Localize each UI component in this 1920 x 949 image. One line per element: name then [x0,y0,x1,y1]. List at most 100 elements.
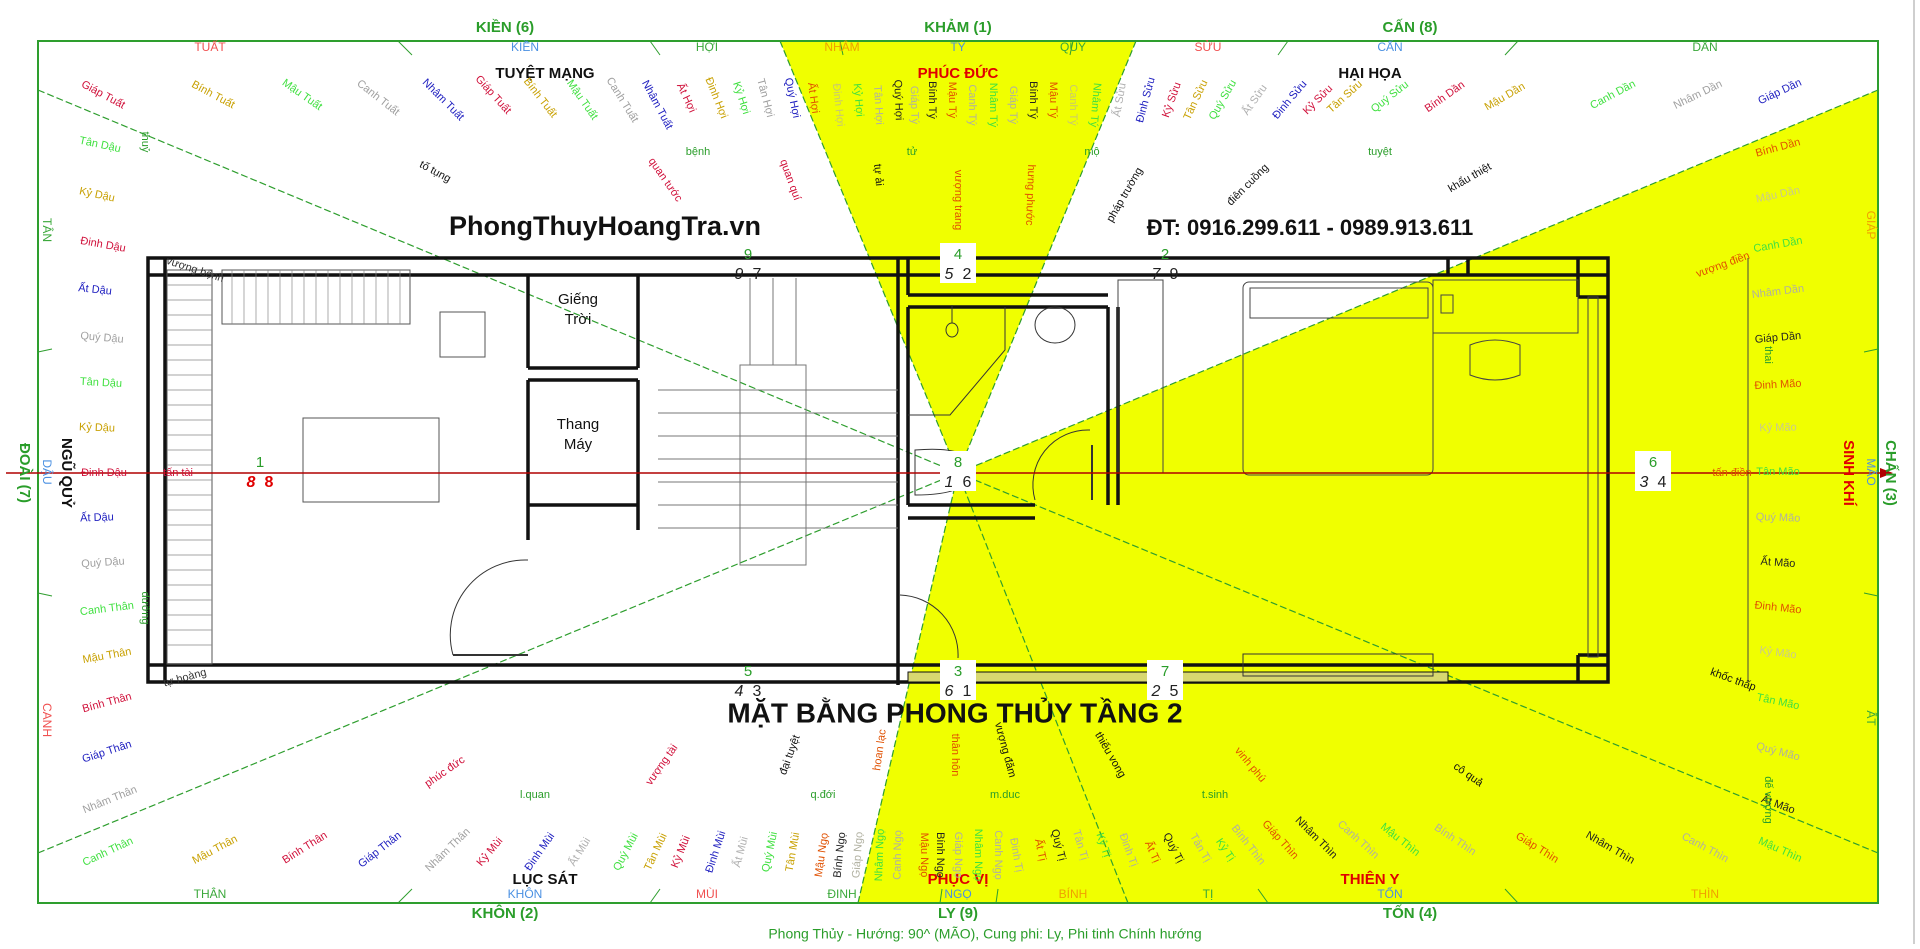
influence-label: thai [1762,346,1774,364]
sub-mountain-label: Giáp Tý [908,86,921,125]
page-right-edge [1913,0,1915,944]
sub-mountain-label: Mậu Dần [1483,81,1528,114]
influence-label: khẩu thiệt [1446,161,1493,195]
influence-label: thân hôn [949,734,961,777]
flying-star-mountain: 6 [945,683,954,700]
sub-mountain-label: Canh Ngọ [992,830,1004,880]
influence-label: pháp trường [1104,166,1145,225]
sub-mountain-label: Nhâm Tuất [639,78,675,131]
mountain-label: THÌN [1691,886,1719,901]
influence-label: hoan lạc [871,728,889,771]
sub-mountain-label: Đinh Tị [1007,837,1025,873]
sub-mountain-label: Nhâm Dần [1672,78,1725,112]
mountain-label: TỐN [1377,886,1402,901]
sub-mountain-label: Bính Tuất [521,76,559,120]
sub-mountain-label: Canh Tý [966,84,978,126]
flying-star-period: 3 [954,663,962,680]
star-name: TUYỆT MẠNG [495,64,594,82]
influence-label: vượng trang [952,170,964,230]
sub-mountain-label: Mậu Tuất [564,78,600,122]
staircase [658,278,898,566]
influence-label: t.sinh [1202,789,1228,801]
influence-label: hưng phước [1023,164,1037,226]
influence-label: đế vượng [1762,776,1774,824]
influence-label: tố tụng [417,159,452,185]
sub-mountain-label: Canh Tuất [354,78,401,119]
mountain-label: KIỀN [511,39,539,54]
flying-star-mountain: 3 [1640,474,1649,491]
star-name-right: SINH KHÍ [1840,440,1857,507]
sub-mountain-label: Kỷ Sửu [1160,81,1184,120]
mountain-label: TÂN [40,218,55,242]
sub-mountain-label: Mậu Tý [1047,82,1059,119]
flying-star-water: 4 [1658,474,1667,491]
sub-mountain-label: Giáp Dần [1756,77,1803,108]
mountain-label: MÙI [696,886,718,901]
sub-mountain-label: Quý Sửu [1207,78,1239,122]
influence-label: dưỡng [139,592,151,625]
flying-star-period: 4 [954,246,962,263]
sub-mountain-label: Tân Sửu [1325,78,1365,116]
flying-star-water: 6 [963,474,972,491]
star-name: THIÊN Y [1341,870,1400,888]
sub-mountain-label: Kỷ Mùi [669,834,693,870]
influence-label: m.duc [990,789,1020,801]
mountain-label: BÍNH [1059,886,1088,901]
sub-mountain-label: Bính Ngọ [934,832,946,878]
sub-mountain-label: Tân Mùi [784,831,803,872]
flying-star-mountain: 7 [1152,266,1162,283]
tv-cabinet [1242,653,1434,677]
left-room-furniture [166,269,486,665]
sub-mountain-label: Canh Tý [1067,84,1079,126]
sub-mountain-label: Tân Mùi [642,831,670,872]
sub-mountain-label: Tân Hợi [871,85,885,125]
influence-label: tự ải [871,163,885,186]
sub-mountain-label: Mậu Thân [82,646,133,666]
influence-label: thuỷ [139,132,151,153]
sub-mountain-label: Ất Dậu [80,510,114,524]
sub-mountain-label: Đinh Dậu [79,235,126,255]
sub-mountain-label: Mậu Tuất [280,77,324,113]
sub-mountain-label: Ất Hợi [674,81,699,115]
mountain-label: GIÁP [1864,211,1879,240]
sub-mountain-label: Quý Dậu [80,330,124,346]
sub-mountain-label: Ất Mùi [730,835,751,868]
sub-mountain-label: Tân Dậu [78,135,122,156]
flying-star-bg [940,660,976,700]
flying-star-water: 2 [963,266,972,283]
left-louvers [167,270,401,646]
mountain-label: MÃO [1864,458,1878,485]
star-name: PHỤC VỊ [928,871,989,888]
trigram-label: TỐN (4) [1383,904,1437,922]
sub-mountain-label: Đinh Mùi [523,831,558,873]
sub-mountain-label: Nhâm Tý [1087,82,1103,128]
sub-mountain-label: Nhâm Tý [987,83,999,128]
sub-mountain-label: Đinh Dậu [81,467,127,479]
mountain-label: THÂN [194,886,227,901]
influence-label: tấn tài [163,467,193,479]
sub-mountain-label: Ất Mùi [566,835,594,868]
building-walls [146,256,1610,685]
sub-mountain-label: Mậu Tý [946,82,958,119]
flying-star-bg [1635,451,1671,491]
sub-mountain-label: Giáp Ngọ [850,831,865,878]
sub-mountain-label: Giáp Dần [1754,330,1801,346]
sub-mountain-label: Nhâm Ngọ [972,829,984,882]
sub-mountain-label: Canh Thân [79,600,134,619]
sub-mountain-label: Canh Thân [81,835,135,869]
sub-mountain-label: Nhâm Tuất [420,77,467,124]
sub-mountain-label: Kỷ Dậu [79,421,115,434]
sub-mountain-label: Ất Dậu [78,281,113,297]
flying-star-water: 1 [963,683,972,700]
star-name: PHÚC ĐỨC [918,64,999,82]
sub-mountain-label: Bính Tuất [189,79,236,112]
sub-mountain-label: Quý Hợi [891,79,904,120]
sub-mountain-label: Tân Mão [1756,466,1799,478]
sub-mountain-label: Giáp Thân [81,738,133,765]
trigram-label: LY (9) [938,905,978,922]
sub-mountain-label: Giáp Ngọ [952,832,964,878]
sub-mountain-label: Đinh Sửu [1134,76,1158,124]
axis-arrow-icon [1880,468,1893,478]
room-label: Trời [565,311,592,328]
